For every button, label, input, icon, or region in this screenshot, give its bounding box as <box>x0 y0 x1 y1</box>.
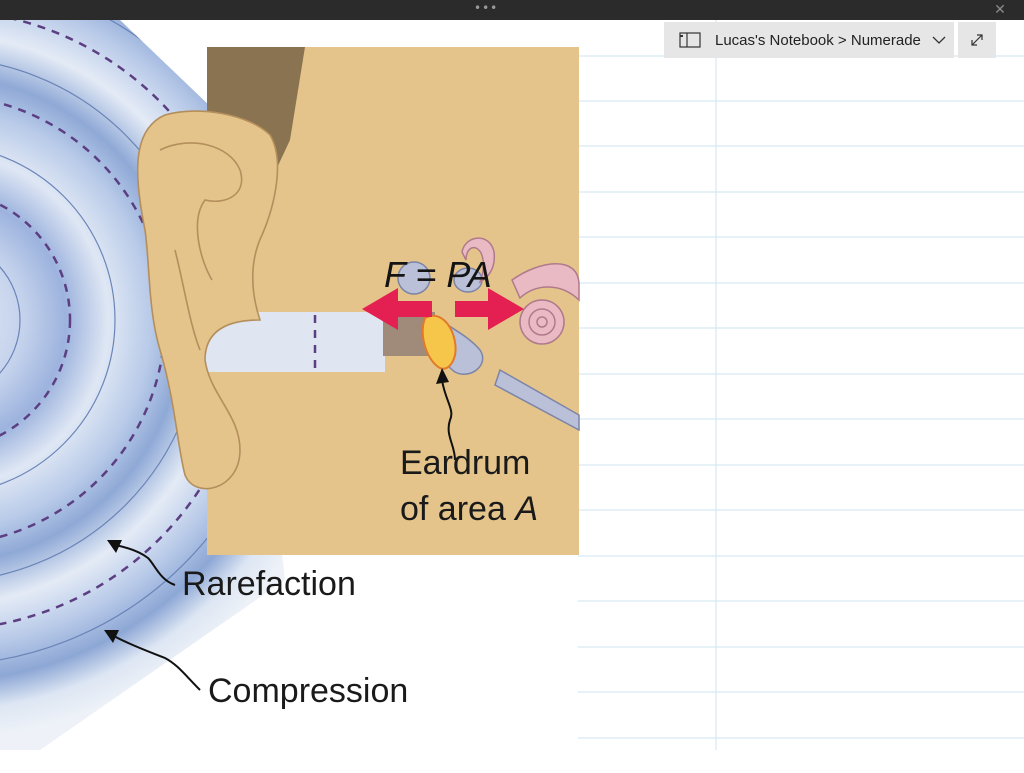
notebook-path: Lucas's Notebook > Numerade <box>715 31 921 49</box>
expand-button[interactable] <box>958 22 996 58</box>
eardrum-area-variable: A <box>515 490 538 528</box>
compression-label: Compression <box>208 672 409 710</box>
force-arrows <box>362 288 524 330</box>
equation-label: F = PA <box>384 254 492 295</box>
notebook-breadcrumb-button[interactable]: Lucas's Notebook > Numerade <box>664 22 954 58</box>
window-titlebar: ••• ✕ <box>0 0 1024 20</box>
outer-ear <box>136 110 279 490</box>
notebook-icon <box>679 32 701 48</box>
window-grip[interactable]: ••• <box>474 1 499 15</box>
expand-icon <box>971 34 983 46</box>
close-icon[interactable]: ✕ <box>994 2 1006 18</box>
eardrum-label-line1: Eardrum <box>400 444 531 482</box>
chevron-down-icon <box>931 32 947 48</box>
rarefaction-label: Rarefaction <box>182 565 356 603</box>
ear-pressure-figure[interactable]: F = PA Eardrum of area A Rarefaction Com… <box>0 20 580 768</box>
label-pointers <box>111 379 456 691</box>
ruled-lines <box>578 20 1024 750</box>
eardrum-label-prefix: of area <box>400 490 516 528</box>
note-page[interactable] <box>578 20 1024 768</box>
eardrum-label-line2: of area A <box>400 490 538 529</box>
